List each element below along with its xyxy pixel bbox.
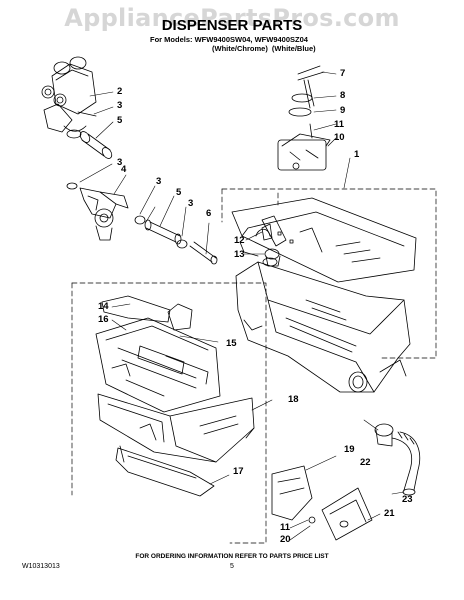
callout-3: 3 [117,100,123,111]
drawer-front-drawing [115,445,215,497]
callout-7: 7 [340,68,346,79]
callout-22: 22 [360,457,371,468]
callout-1: 1 [354,149,360,160]
callout-14: 14 [98,301,109,312]
callout-21: 21 [384,508,395,519]
callout-13: 13 [234,249,245,260]
dispenser-drawer-drawing [95,295,221,413]
callout-20: 20 [280,534,291,545]
page-title: DISPENSER PARTS [161,17,303,34]
watermark: AppliancePartsPros.com [64,4,400,32]
callout-2: 2 [117,86,123,97]
top-linkage-drawing [277,65,331,171]
callout-17: 17 [233,466,244,477]
manifold-drawing [66,182,129,241]
leader-lines [79,71,405,541]
callout-10: 10 [334,132,345,143]
drawer-base-drawing [97,393,255,463]
dispenser-tub-drawing [235,257,411,393]
callout-3: 3 [188,198,194,209]
lower-components-drawing [271,465,373,541]
variants-line: (White/Chrome) (White/Blue) [212,44,316,53]
document-number: W10313013 [22,563,60,570]
callout-3: 3 [117,157,123,168]
callout-16: 16 [98,314,109,325]
dashed-assembly-boundaries [71,188,437,544]
callout-6: 6 [206,208,212,219]
hose-upper-drawing [79,131,113,159]
callout-19: 19 [344,444,355,455]
grommet-and-spring-drawing [261,223,281,267]
callout-4: 4 [121,164,127,175]
callout-8: 8 [340,90,346,101]
water-valve-drawing [41,56,97,139]
callout-5: 5 [117,115,123,126]
page-number: 5 [230,563,234,570]
callout-9: 9 [340,105,346,116]
hose-lower-drawing [134,215,218,265]
callout-3: 3 [156,176,162,187]
callout-5: 5 [176,187,182,198]
callout-23: 23 [402,494,413,505]
callout-18: 18 [288,394,299,405]
models-line: For Models: WFW9400SW04, WFW9400SZ04 [150,35,308,44]
callout-11: 11 [280,522,291,533]
callout-15: 15 [226,338,237,349]
callout-12: 12 [234,235,245,246]
ordering-footer: FOR ORDERING INFORMATION REFER TO PARTS … [135,553,329,560]
callout-11: 11 [334,119,345,130]
dispenser-housing-drawing [231,197,417,283]
drain-hose-drawing [374,423,421,496]
